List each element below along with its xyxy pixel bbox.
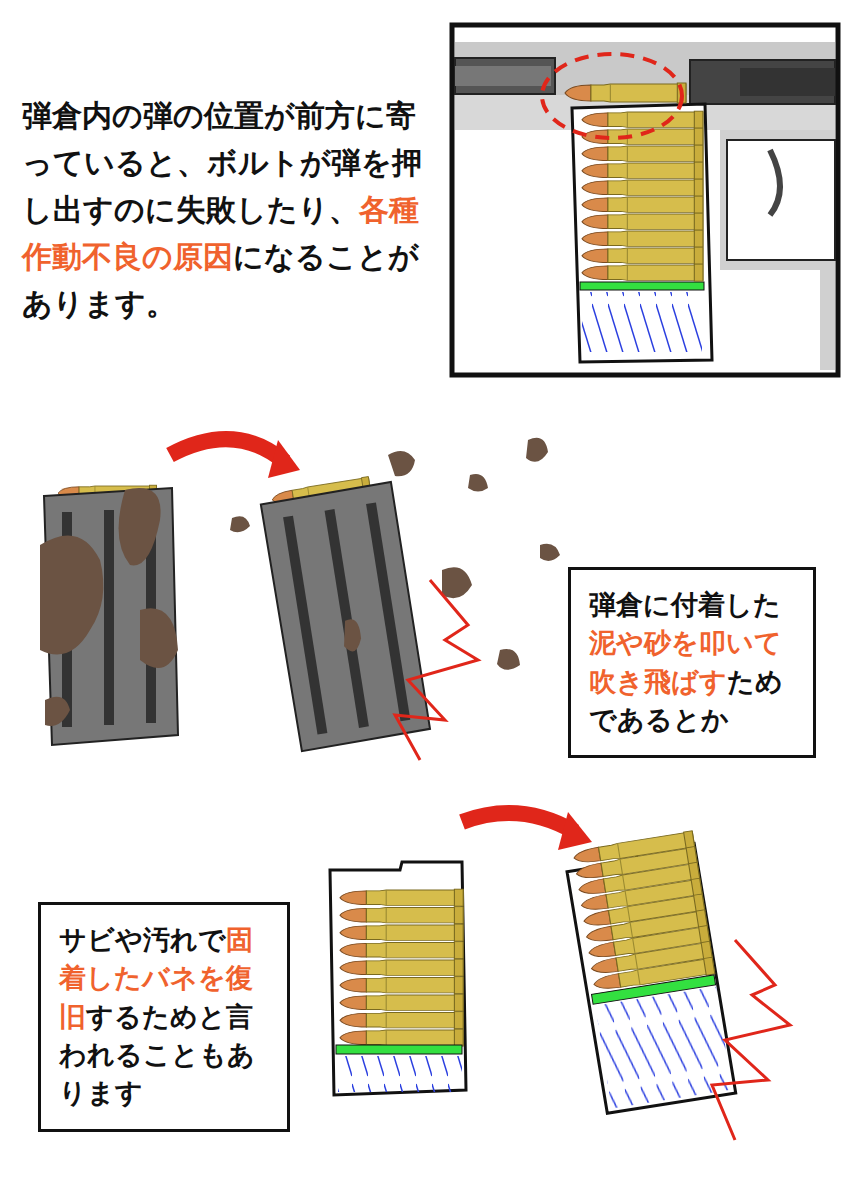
cartridge bbox=[582, 111, 703, 128]
body-text: サビや汚れで bbox=[59, 924, 226, 955]
rifle-cutaway bbox=[452, 25, 838, 375]
cartridge bbox=[582, 196, 703, 213]
cartridge bbox=[340, 1029, 463, 1046]
cartridge bbox=[340, 977, 463, 994]
cartridge bbox=[340, 994, 463, 1011]
cartridge bbox=[582, 162, 703, 179]
cartridge bbox=[340, 889, 463, 906]
cartridge bbox=[340, 924, 463, 941]
cartridge bbox=[340, 1012, 463, 1029]
spring-reset bbox=[330, 812, 790, 1140]
cartridge bbox=[582, 179, 703, 196]
cartridge bbox=[582, 145, 703, 162]
cartridge bbox=[340, 959, 463, 976]
explanation-text: 弾倉内の弾の位置が前方に寄っていると、ボルトが弾を押し出すのに失敗したり、各種作… bbox=[22, 92, 442, 327]
body-text: 弾倉に付着した bbox=[589, 589, 781, 620]
cartridge bbox=[582, 247, 703, 264]
cartridge bbox=[340, 942, 463, 959]
cartridge bbox=[582, 230, 703, 247]
cartridge bbox=[582, 264, 703, 281]
caption-box: サビや汚れで固着したバネを復旧するためと言われることもあります bbox=[38, 902, 290, 1132]
magazine-tap bbox=[40, 438, 560, 760]
caption-box: 弾倉に付着した泥や砂を叩いて吹き飛ばすためであるとか bbox=[568, 567, 816, 758]
cartridge bbox=[340, 907, 463, 924]
cartridge bbox=[582, 213, 703, 230]
body-text: するためと言われることもあります bbox=[59, 1001, 255, 1109]
